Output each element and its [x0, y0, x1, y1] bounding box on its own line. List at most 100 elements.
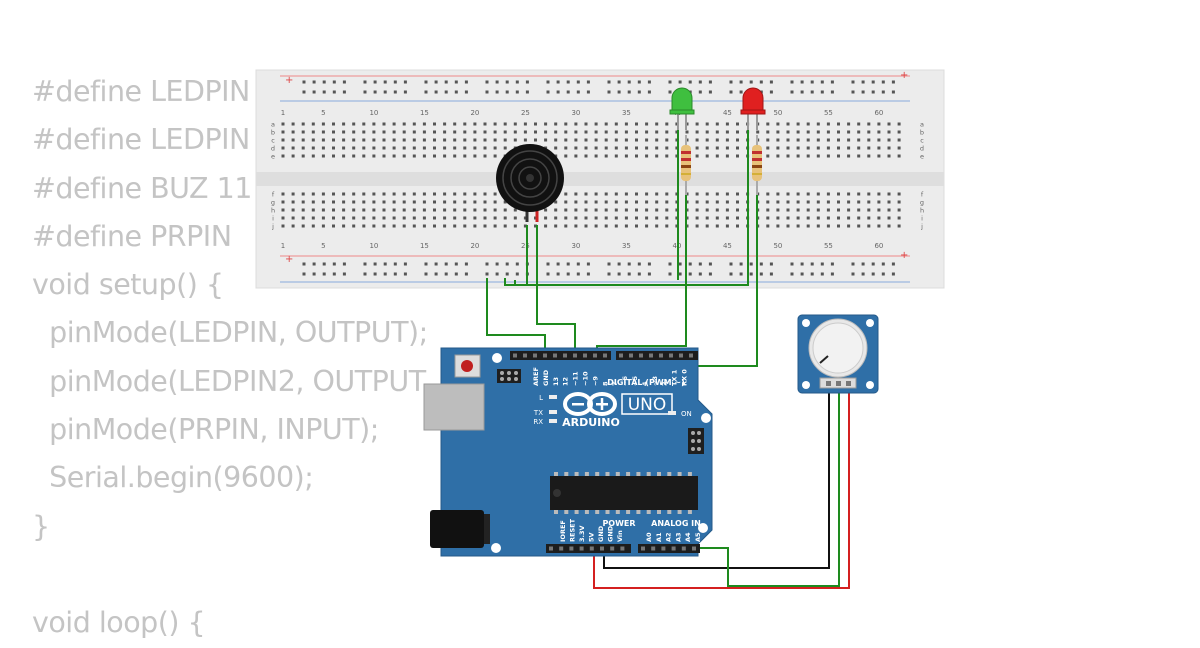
breadboard-hole: [624, 200, 628, 204]
breadboard-hole: [412, 138, 416, 142]
breadboard-hole: [332, 146, 335, 150]
breadboard-hole: [301, 130, 305, 134]
breadboard-hole: [321, 224, 325, 228]
breadboard-hole: [736, 192, 739, 196]
breadboard-hole: [857, 224, 861, 228]
breadboard-hole: [604, 216, 608, 220]
breadboard-hole: [564, 122, 568, 126]
breadboard-hole: [857, 138, 861, 142]
rail-hole: [403, 90, 407, 94]
breadboard-hole: [776, 200, 780, 204]
breadboard-hole: [554, 138, 558, 142]
rail-hole: [647, 272, 651, 276]
breadboard-hole: [513, 130, 517, 134]
breadboard-hole: [736, 154, 739, 158]
breadboard-hole: [453, 154, 457, 158]
rail-hole: [881, 272, 885, 276]
breadboard-hole: [453, 192, 457, 196]
rail-hole: [586, 262, 590, 266]
breadboard-hole: [584, 122, 588, 126]
breadboard-hole: [736, 224, 739, 228]
analog-header: [638, 544, 700, 553]
breadboard-hole: [837, 130, 840, 134]
breadboard-hole: [604, 208, 608, 212]
breadboard-hole: [402, 224, 406, 228]
breadboard-hole: [614, 192, 618, 196]
breadboard-hole: [857, 154, 861, 158]
breadboard-hole: [705, 146, 709, 150]
power-jack: [430, 510, 484, 548]
rail-hole: [607, 262, 611, 266]
led-green: [669, 87, 695, 130]
rail-hole: [891, 272, 895, 276]
pin-label: AREF: [532, 367, 540, 386]
rail-plus-label: +: [900, 70, 908, 81]
header-pins: [513, 353, 696, 551]
pin-label: GND: [597, 525, 605, 542]
chip-leg: [564, 510, 569, 514]
row-letter: i: [921, 215, 923, 223]
rail-hole: [688, 262, 692, 266]
rail-hole: [454, 80, 458, 84]
rail-hole: [495, 272, 499, 276]
breadboard-hole: [311, 208, 315, 212]
breadboard-hole: [311, 130, 315, 134]
breadboard-hole: [584, 208, 588, 212]
breadboard-hole: [503, 216, 507, 220]
breadboard-hole: [847, 130, 851, 134]
breadboard-hole: [362, 208, 366, 212]
digital-header-right: [616, 351, 698, 360]
breadboard-hole: [574, 146, 578, 150]
breadboard-hole: [483, 216, 487, 220]
breadboard-hole: [503, 200, 507, 204]
breadboard-hole: [402, 192, 406, 196]
breadboard-hole: [806, 200, 810, 204]
buzzer: [496, 144, 564, 222]
breadboard-hole: [655, 216, 659, 220]
breadboard-hole: [796, 216, 800, 220]
wire-green: [690, 388, 840, 587]
potentiometer: [797, 314, 879, 394]
breadboard-hole: [311, 138, 315, 142]
breadboard-hole: [867, 130, 871, 134]
breadboard-hole: [897, 146, 901, 150]
rail-hole: [688, 272, 692, 276]
breadboard-hole: [301, 192, 305, 196]
rail-hole: [861, 262, 865, 266]
breadboard-hole: [554, 200, 558, 204]
chip-leg: [626, 510, 631, 514]
breadboard-hole: [594, 208, 598, 212]
rail-hole: [891, 80, 895, 84]
header-pin: [679, 353, 683, 358]
rail-hole: [464, 90, 468, 94]
breadboard-hole: [635, 146, 638, 150]
breadboard-hole: [382, 216, 386, 220]
rail-hole: [566, 90, 570, 94]
breadboard-hole: [301, 146, 305, 150]
breadboard-hole: [443, 216, 447, 220]
breadboard-hole: [645, 130, 649, 134]
breadboard-hole: [352, 138, 356, 142]
column-number: 45: [723, 242, 732, 250]
code-line: pinMode(LEDPIN2, OUTPUT: [32, 364, 426, 398]
breadboard-hole: [837, 138, 840, 142]
breadboard-hole: [321, 216, 325, 220]
rail-hole: [464, 80, 468, 84]
breadboard-hole: [392, 146, 396, 150]
breadboard-hole: [736, 130, 739, 134]
breadboard-hole: [847, 192, 851, 196]
breadboard-hole: [352, 122, 356, 126]
breadboard-hole: [523, 224, 527, 228]
rail-hole: [637, 262, 641, 266]
breadboard-hole: [382, 208, 386, 212]
breadboard-hole: [433, 192, 436, 196]
breadboard-hole: [604, 122, 608, 126]
breadboard-hole: [463, 130, 467, 134]
header-pin: [671, 546, 676, 551]
breadboard-hole: [392, 138, 396, 142]
breadboard-hole: [473, 146, 477, 150]
breadboard-hole: [301, 216, 305, 220]
breadboard-hole: [877, 138, 881, 142]
pin-label: A2: [665, 532, 673, 542]
header-pin: [523, 353, 527, 358]
